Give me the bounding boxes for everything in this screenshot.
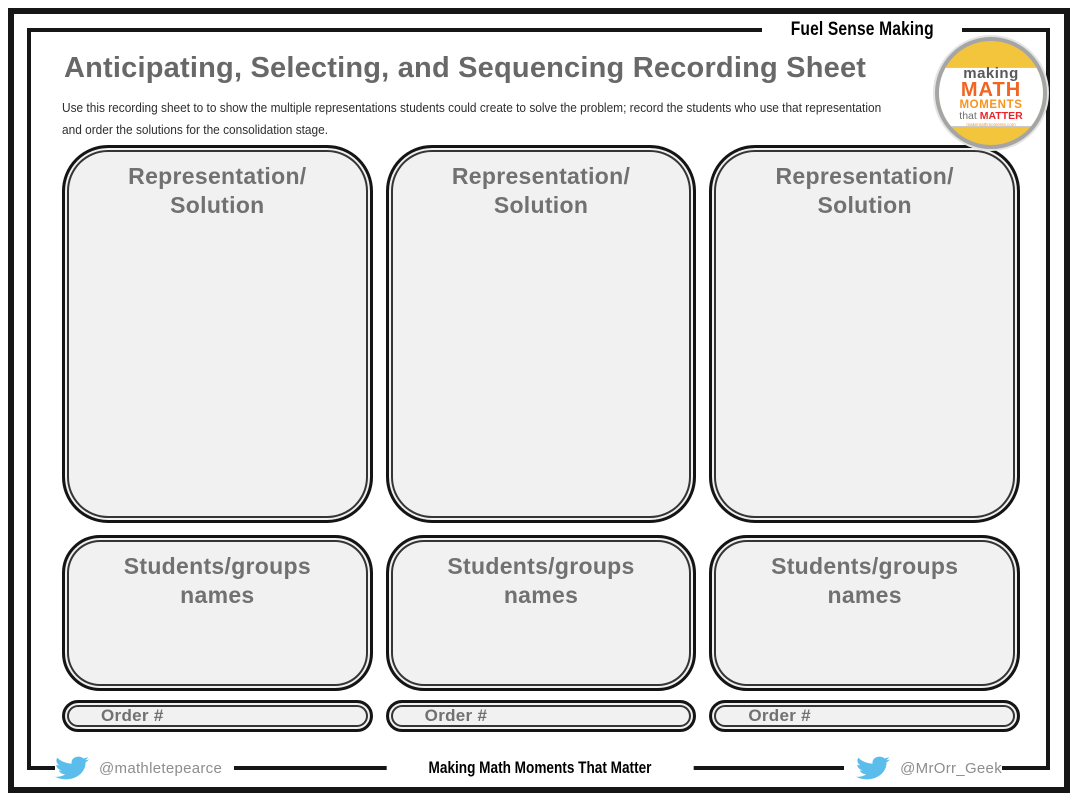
column-3: Representation/ Solution Students/groups… (709, 145, 1021, 732)
order-number-box: Order # (709, 700, 1021, 732)
representation-solution-label: Representation/ Solution (128, 163, 307, 218)
logo-url: makemathmoments.com (966, 121, 1016, 127)
description-line-2: and order the solutions for the consolid… (62, 123, 329, 137)
students-groups-label: Students/groups names (447, 553, 635, 608)
footer-center: Making Math Moments That Matter (386, 751, 694, 785)
series-badge-label: Fuel Sense Making (790, 19, 934, 40)
twitter-icon (856, 756, 891, 780)
page-description: Use this recording sheet to to show the … (62, 97, 881, 141)
logo-line-that-matter: that MATTER (959, 109, 1023, 122)
twitter-icon (55, 756, 89, 780)
students-groups-box: Students/groups names (62, 535, 373, 691)
logo-line-moments: MOMENTS (959, 98, 1023, 111)
left-twitter-handle: @mathletepearce (99, 759, 223, 777)
footer-right: @MrOrr_Geek (844, 751, 1002, 785)
logo-line-making: making (963, 64, 1019, 82)
logo-line-math: MATH (960, 78, 1022, 101)
representation-solution-label: Representation/ Solution (775, 163, 954, 218)
footer-center-text: Making Math Moments That Matter (428, 758, 652, 777)
representation-solution-box: Representation/ Solution (709, 145, 1021, 523)
order-number-label: Order # (748, 706, 811, 725)
students-groups-label: Students/groups names (771, 553, 959, 608)
column-2: Representation/ Solution Students/groups… (385, 145, 697, 732)
footer-left: @mathletepearce (55, 751, 235, 785)
students-groups-label: Students/groups names (123, 553, 311, 608)
order-number-label: Order # (101, 706, 164, 725)
representation-solution-box: Representation/ Solution (385, 145, 697, 523)
right-twitter-handle: @MrOrr_Geek (900, 759, 1002, 777)
series-badge: Fuel Sense Making (762, 15, 963, 45)
columns-grid: Representation/ Solution Students/groups… (62, 145, 1021, 732)
representation-solution-label: Representation/ Solution (451, 163, 631, 218)
order-number-box: Order # (385, 700, 697, 732)
order-number-box: Order # (62, 700, 373, 732)
outer-border (8, 8, 1070, 793)
column-1: Representation/ Solution Students/groups… (62, 145, 373, 732)
order-number-label: Order # (424, 706, 488, 725)
logo-text-band: making MATH MOMENTS that MATTER makemath… (939, 64, 1043, 127)
page-title: Anticipating, Selecting, and Sequencing … (64, 52, 867, 84)
students-groups-box: Students/groups names (385, 535, 697, 691)
description-line-1: Use this recording sheet to to show the … (62, 101, 882, 115)
representation-solution-box: Representation/ Solution (62, 145, 373, 523)
students-groups-box: Students/groups names (709, 535, 1021, 691)
making-math-moments-logo: making MATH MOMENTS that MATTER makemath… (935, 37, 1047, 149)
